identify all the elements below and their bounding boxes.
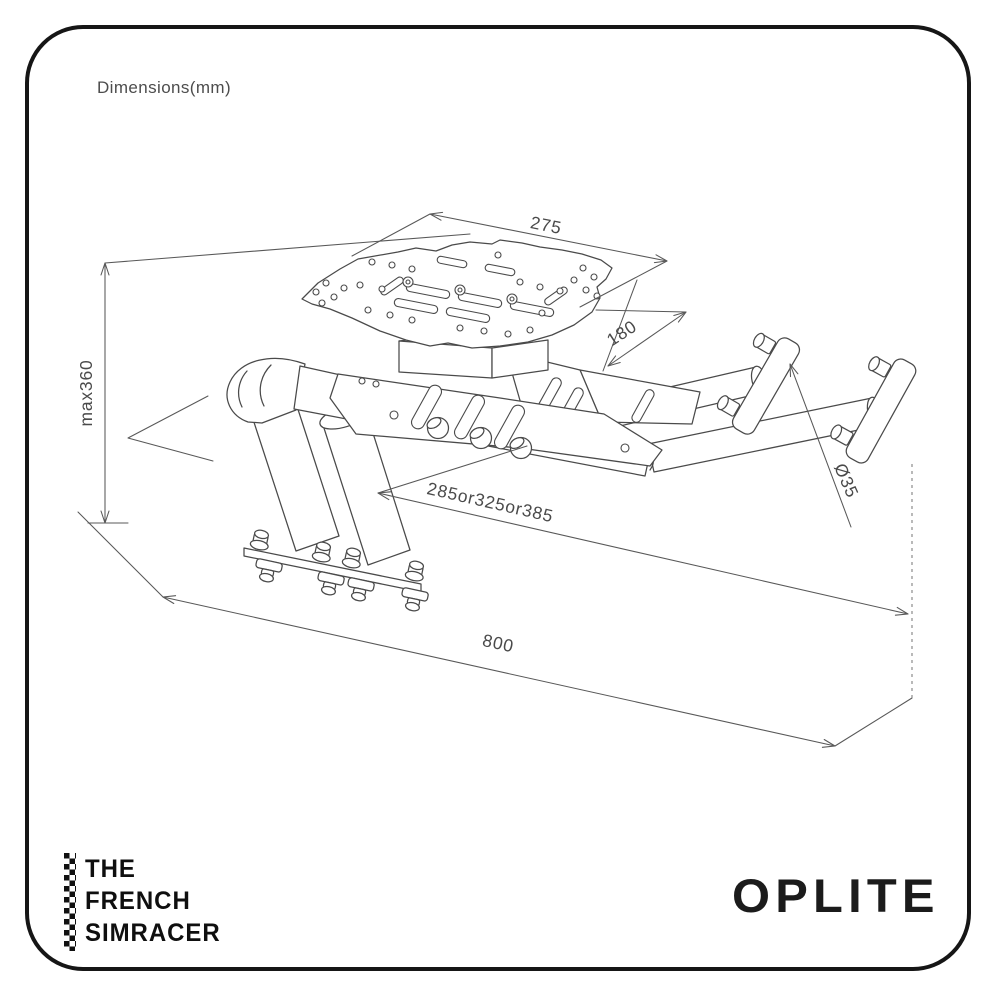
brand-left-line1: THE xyxy=(85,855,136,883)
brand-left-logo: THE FRENCH SIMRACER xyxy=(64,853,226,951)
dim-base-length: 800 xyxy=(77,464,913,748)
dim-label-d35: Ø35 xyxy=(830,460,863,501)
wheel-mount-plate xyxy=(301,239,613,349)
foot-bar xyxy=(243,527,430,614)
riser-box xyxy=(398,333,549,379)
drawing-title: Dimensions(mm) xyxy=(97,78,232,97)
dim-label-800: 800 xyxy=(481,630,516,656)
brand-left-line3: SIMRACER xyxy=(85,919,221,947)
assembly-drawing xyxy=(226,239,917,614)
bracket-plate xyxy=(329,373,663,467)
dim-label-180: 180 xyxy=(603,316,640,350)
dim-max-height: max360 xyxy=(76,233,471,524)
dim-label-max360: max360 xyxy=(76,359,96,426)
dim-plate-depth: 180 xyxy=(595,279,687,372)
rounded-card-border xyxy=(25,25,971,971)
brand-right-logo: OPLITE xyxy=(732,869,940,922)
clamp-bar-lower xyxy=(828,354,917,464)
clamp-bar-upper xyxy=(714,330,801,435)
brand-left-line2: FRENCH xyxy=(85,887,191,915)
tube-elbow xyxy=(226,357,306,424)
brand-left-text: THE FRENCH SIMRACER xyxy=(85,853,221,951)
checkered-flag-strip xyxy=(64,853,76,951)
